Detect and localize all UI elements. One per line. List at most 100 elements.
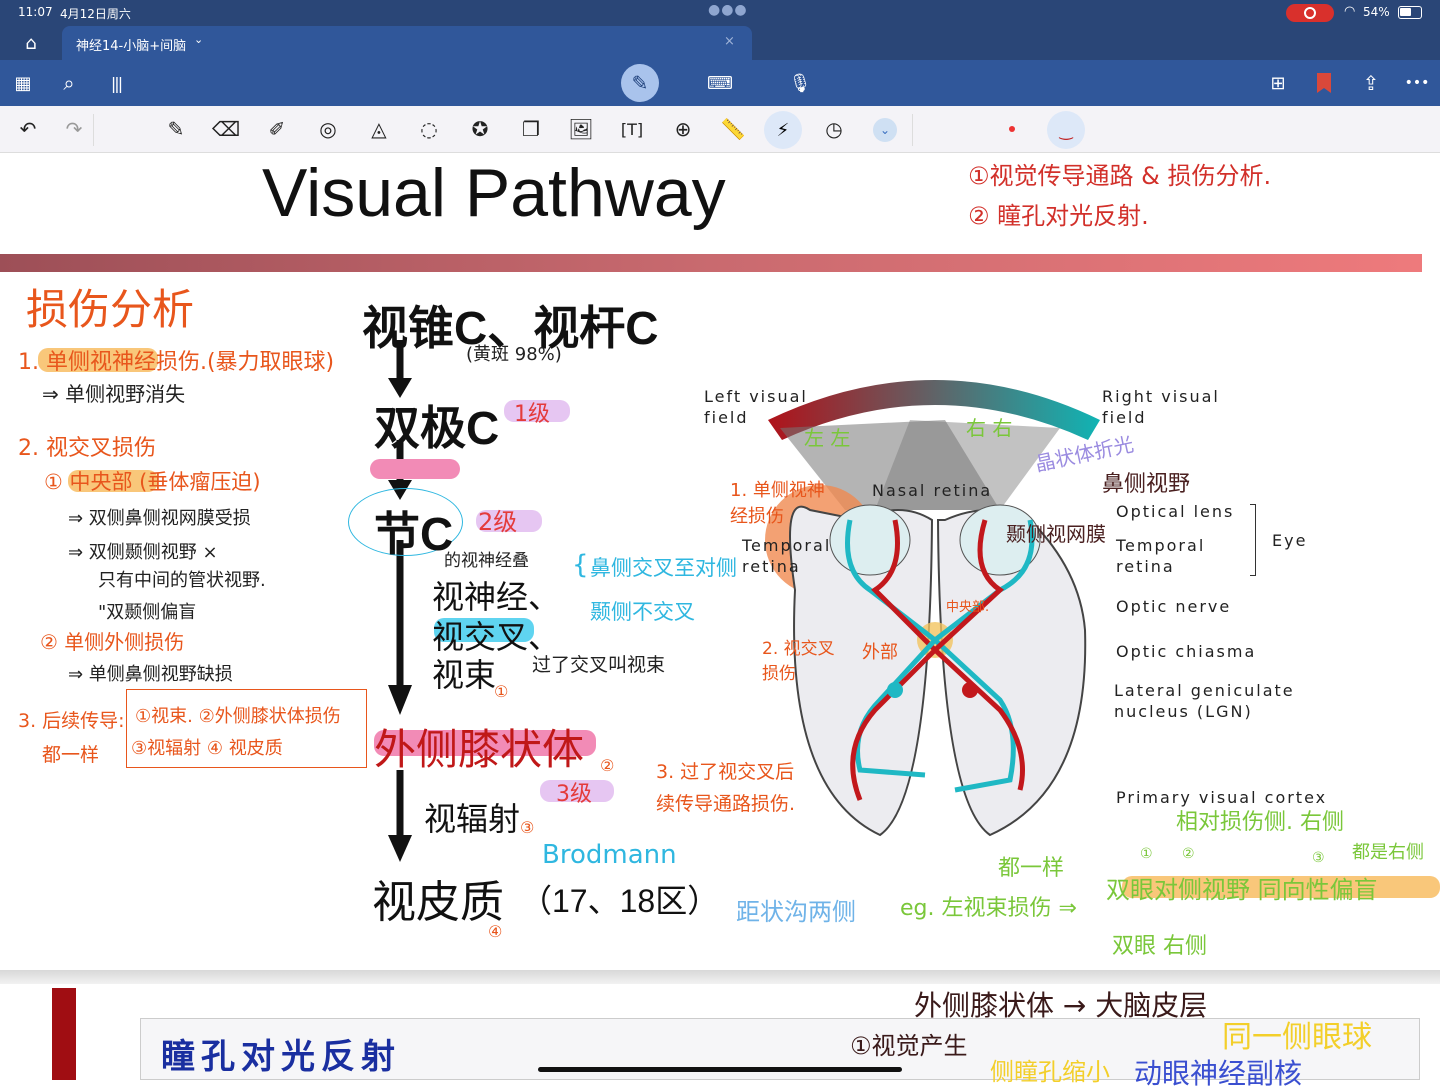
page2-note-5: 动眼神经副核 <box>1134 1057 1303 1090</box>
status-bar: 11:07 4月12日周六 ●●● ◠ 54% <box>0 0 1440 26</box>
injury-3b: 都一样 <box>42 744 100 766</box>
redo-icon[interactable]: ↷ <box>65 117 83 141</box>
home-indicator[interactable] <box>538 1067 902 1072</box>
page-title: Visual Pathway <box>262 155 726 231</box>
label-lgn: Lateral geniculate nucleus (LGN) <box>1114 681 1295 721</box>
share-icon[interactable]: ⇪ <box>1362 71 1380 95</box>
top-note-2: ② 瞳孔对光反射. <box>968 202 1149 230</box>
note-brodmann: Brodmann <box>542 840 677 870</box>
shapes-tool-icon[interactable]: ◬ <box>371 117 387 141</box>
note-temporal-no-cross: 颞侧不交叉 <box>590 600 695 624</box>
pathway-ganglion: 节C <box>374 508 454 560</box>
pathway-chiasm: 视交叉、 <box>432 619 561 655</box>
note-nasal-cross: 鼻侧交叉至对侧 <box>590 556 737 580</box>
pathway-lgn: 外侧膝状体 <box>374 726 585 773</box>
label-temporal-retina-left: Temporal retina <box>742 536 832 576</box>
pathway-cone-rod: 视锥C、视杆C <box>362 302 659 354</box>
home-icon[interactable]: ⌂ <box>25 32 37 54</box>
ann-center: 中央部. <box>946 600 990 615</box>
pen-tool-icon[interactable]: ✎ <box>167 117 185 141</box>
injury-heading: 损伤分析 <box>26 285 195 334</box>
note-ratio: (黄斑 98%) <box>466 344 562 365</box>
note-num1: ① <box>494 682 509 701</box>
chevron-down-icon[interactable]: ⌄ <box>194 33 204 46</box>
injury-1a: ⇒ 单侧视野消失 <box>42 382 186 406</box>
multitask-dots-icon[interactable]: ●●● <box>708 2 748 18</box>
injury-1: 1. 单侧视神经损伤.(暴力取眼球) <box>18 350 335 375</box>
injury-2c: ⇒ 双侧颞侧视野 × <box>68 542 218 563</box>
label-primary-visual-cortex: Primary visual cortex <box>1116 788 1328 807</box>
more-icon[interactable]: ••• <box>1404 75 1430 91</box>
red-side-bar <box>52 988 76 1080</box>
injury-2e: "双颞侧偏盲 <box>98 602 197 623</box>
injury-box-2: ③视辐射 ④ 视皮质 <box>131 738 283 759</box>
grid-view-icon[interactable]: ▦ <box>14 72 32 94</box>
expand-tools-chevron-icon[interactable]: ⌄ <box>873 118 897 142</box>
page2-title: 瞳孔对光反射 <box>161 1037 401 1077</box>
ann-1: 1. 单侧视神经损伤 <box>730 480 825 527</box>
label-optical-lens: Optical lens <box>1116 502 1235 521</box>
stroke-style-selected[interactable]: ‿ <box>1047 111 1085 149</box>
tab-close-button[interactable]: × <box>724 34 735 49</box>
injury-box-1: ①视束. ②外侧膝状体损伤 <box>135 706 341 727</box>
note-level2: 2级 <box>478 508 518 536</box>
zoom-window-tool-icon[interactable]: ⊕ <box>674 117 692 141</box>
keyboard-icon[interactable]: ⌨ <box>707 72 733 94</box>
bookmark-icon[interactable] <box>1317 73 1331 93</box>
pathway-nerve: 视神经、 <box>432 579 561 615</box>
search-icon[interactable]: ⌕ <box>63 71 75 95</box>
label-optic-chiasma: Optic chiasma <box>1116 642 1257 661</box>
injury-2a: ① 中央部 (垂体瘤压迫) <box>44 470 261 494</box>
ann-right: 右 右 <box>966 416 1013 440</box>
eraser-tool-icon[interactable]: ⌫ <box>211 117 241 141</box>
label-right-visual-field: Right visual field <box>1102 387 1220 427</box>
pen-toolbar: ↶ ↷ ✎ ⌫ ✐ ◎ ◬ ◌ ✪ ❐ 🖼 [T] ⊕ 📏 ⚡ ◷ ⌄ ‿ <box>0 106 1440 153</box>
ann-temporal-retina: 颞侧视网膜 <box>1006 522 1106 546</box>
laser-pointer-icon[interactable]: ⚡ <box>764 111 802 149</box>
lasso-tool-icon[interactable]: ◌ <box>420 117 438 141</box>
screen-record-indicator[interactable] <box>1286 4 1334 22</box>
microphone-icon[interactable]: 🎙 <box>788 72 812 94</box>
elements-tool-icon[interactable]: ❐ <box>522 117 540 141</box>
undo-icon[interactable]: ↶ <box>19 117 37 141</box>
page2-note-1: 外侧膝状体 → 大脑皮层 <box>914 989 1208 1022</box>
image-tool-icon[interactable]: 🖼 <box>568 117 594 141</box>
ruler-tool-icon[interactable]: 📏 <box>720 117 746 141</box>
color-dot-red[interactable] <box>1009 126 1015 132</box>
eye-bracket <box>1250 504 1256 576</box>
tab-title: 神经14-小脑+间脑 <box>76 39 187 54</box>
sticker-tool-icon[interactable]: ✪ <box>471 117 489 141</box>
clock-icon[interactable]: ◷ <box>825 117 843 141</box>
green-c1: ① <box>1140 846 1153 862</box>
injury-box: ①视束. ②外侧膝状体损伤 ③视辐射 ④ 视皮质 <box>126 689 367 768</box>
label-temporal-retina-right: Temporal retina <box>1116 536 1206 576</box>
tab-document[interactable]: 神经14-小脑+间脑 ⌄ × <box>62 26 752 60</box>
note-page[interactable]: Visual Pathway ①视觉传导通路 & 损伤分析. ② 瞳孔对光反射. <box>0 154 1440 970</box>
injury-2: 2. 视交叉损伤 <box>18 436 156 461</box>
highlight-mark <box>370 459 460 479</box>
add-page-icon[interactable]: ⊞ <box>1270 72 1286 94</box>
text-tool-icon[interactable]: [T] <box>620 119 644 139</box>
pathway-cortex-area: （17、18区） <box>520 883 720 919</box>
document-toolbar: ▦ ⌕ ||| ✎ ⌨ 🎙 ⊞ ⇪ ••• <box>0 60 1440 106</box>
note-page-2[interactable]: 瞳孔对光反射 外侧膝状体 → 大脑皮层 ①视觉产生 同一侧眼球 侧瞳孔缩小 动眼… <box>0 984 1440 1090</box>
page2-note-2: ①视觉产生 <box>850 1032 968 1060</box>
ann-left: 左 左 <box>804 426 851 450</box>
audio-wave-icon[interactable]: ||| <box>110 73 123 93</box>
status-time: 11:07 <box>18 5 53 19</box>
pen-mode-icon[interactable]: ✎ <box>621 64 659 102</box>
pathway-bipolar: 双极C <box>374 402 500 454</box>
label-eye: Eye <box>1272 531 1308 550</box>
battery-percent: 54% <box>1363 5 1390 19</box>
note-num2: ② <box>600 756 615 775</box>
battery-icon <box>1398 6 1422 19</box>
green-c2: ② <box>1182 846 1195 862</box>
note-level3: 3级 <box>556 782 592 807</box>
tape-tool-icon[interactable]: ◎ <box>319 117 337 141</box>
title-divider-bar <box>0 254 1422 272</box>
ann-nasal-field: 鼻侧视野 <box>1102 472 1191 497</box>
highlighter-tool-icon[interactable]: ✐ <box>268 117 286 141</box>
injury-2d: 只有中间的管状视野. <box>98 570 266 591</box>
green-opposite: 相对损伤侧. 右侧 <box>1176 810 1344 835</box>
pathway-tract: 视束 <box>432 657 497 693</box>
